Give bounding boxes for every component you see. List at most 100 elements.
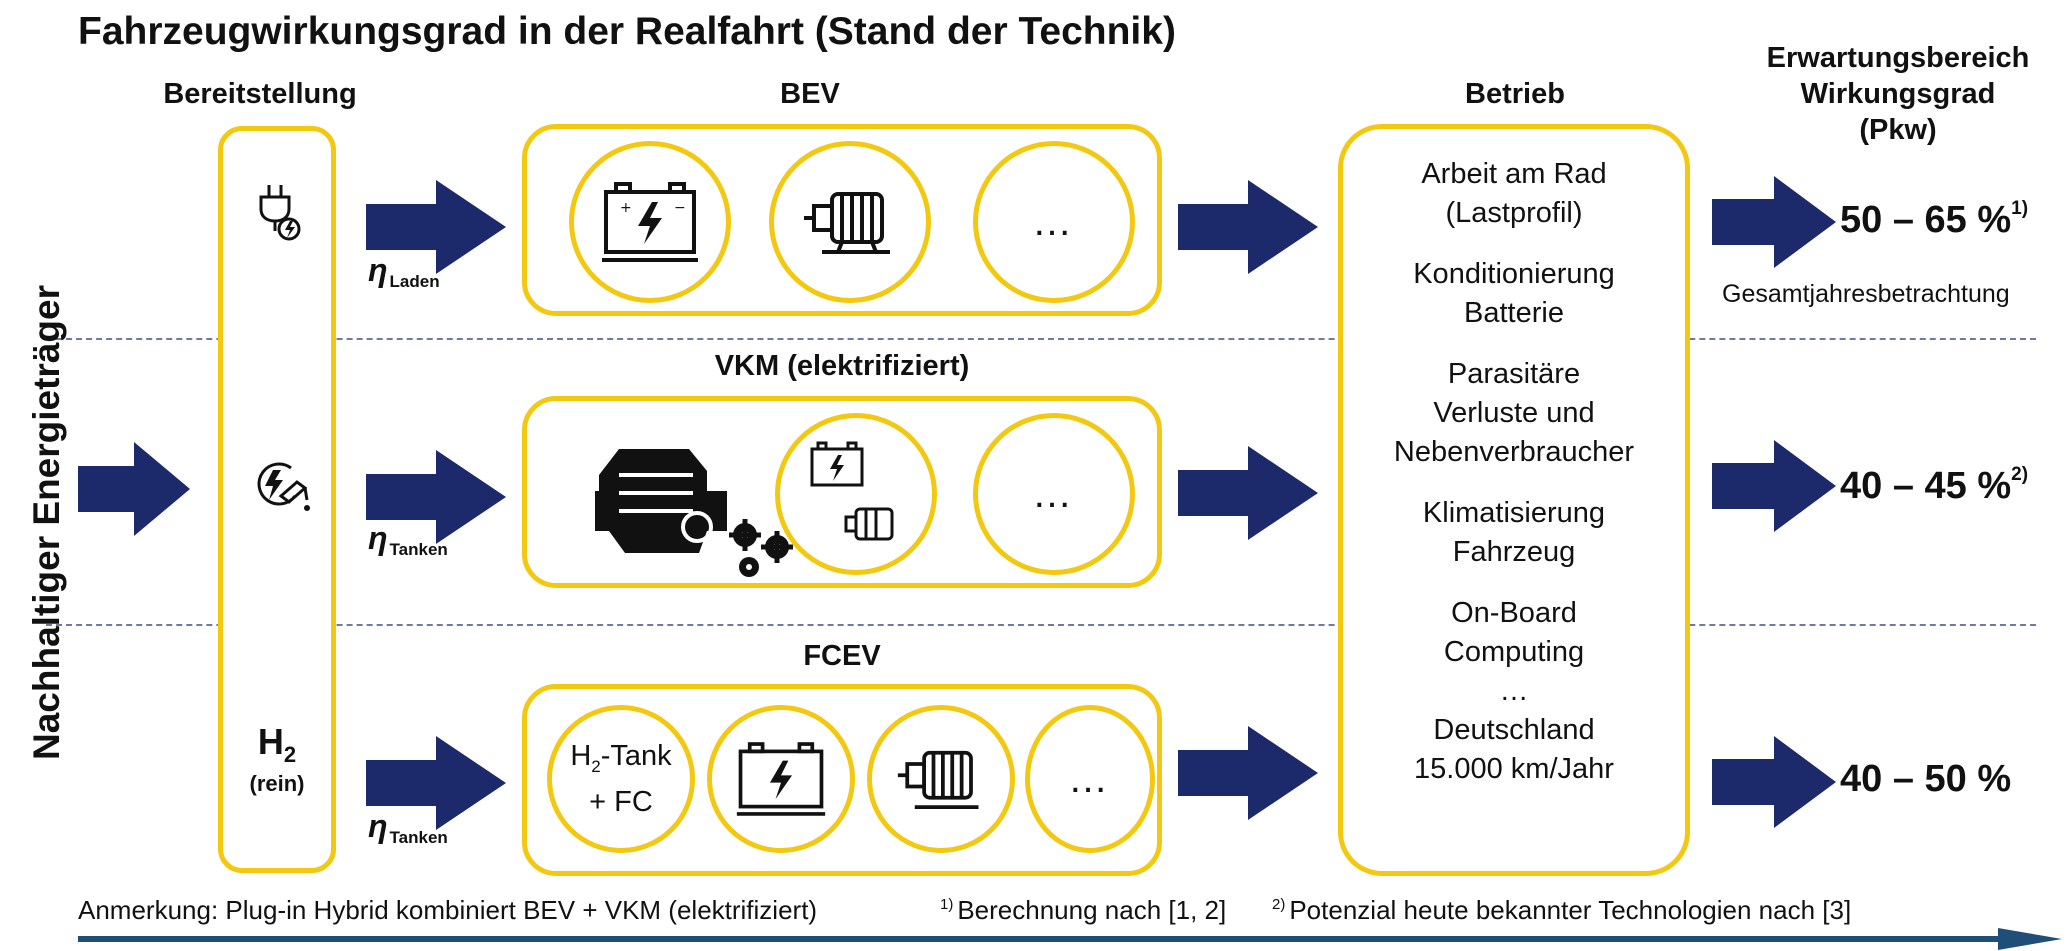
eta-sub-tanken: Tanken: [389, 828, 448, 847]
arrow-bev-supply: [366, 180, 506, 274]
ellipsis: …: [1032, 199, 1076, 244]
footnote-2-text: Potenzial heute bekannter Technologien n…: [1289, 895, 1852, 925]
svg-text:+: +: [620, 200, 632, 216]
betrieb-line: Deutschland: [1433, 714, 1595, 746]
header-betrieb: Betrieb: [1465, 78, 1565, 110]
ellipsis: …: [1032, 471, 1076, 516]
header-erwartung-line1: Erwartungsbereich: [1766, 42, 2030, 74]
h2-tank-sub: 2: [591, 756, 601, 776]
eta-sub-tanken: Tanken: [389, 540, 448, 559]
h2-label: H2: [223, 721, 331, 768]
fcev-more-circle: …: [1025, 705, 1155, 853]
arrow-vkm-supply: [366, 450, 506, 544]
betrieb-line: Batterie: [1464, 297, 1564, 329]
betrieb-line: Verluste und: [1433, 397, 1595, 429]
bev-box: + − …: [522, 124, 1162, 316]
fcev-motor-circle: [867, 705, 1015, 853]
eta-symbol: η: [368, 520, 388, 556]
battery-icon: + −: [602, 182, 698, 262]
h2-note: (rein): [249, 771, 305, 796]
header-vkm: VKM (elektrifiziert): [714, 350, 970, 382]
bev-more-circle: …: [973, 141, 1135, 303]
svg-text:−: −: [674, 200, 686, 216]
page-title: Fahrzeugwirkungsgrad in der Realfahrt (S…: [78, 10, 1176, 53]
betrieb-line: Fahrzeug: [1452, 536, 1576, 568]
footnote-1-mark: 1): [940, 896, 954, 913]
header-erwartung-line2: Wirkungsgrad: [1800, 78, 1996, 110]
betrieb-line: Nebenverbraucher: [1393, 436, 1635, 468]
bev-motor-circle: [769, 141, 931, 303]
arrow-fcev-supply: [366, 736, 506, 830]
input-arrow: [78, 442, 190, 536]
betrieb-box: Arbeit am Rad (Lastprofil) Konditionieru…: [1338, 124, 1690, 876]
electric-motor-icon: [804, 192, 890, 254]
footnote-1-text: Berechnung nach [1, 2]: [957, 895, 1227, 925]
result-vkm-value: 40 – 45 %: [1840, 465, 2012, 507]
betrieb-line: Parasitäre: [1447, 358, 1581, 390]
footnote-marker: 2): [2011, 464, 2029, 485]
result-vkm: 40 – 45 %2): [1840, 464, 2028, 508]
h2-tank-rest: -Tank: [600, 739, 672, 772]
arrow-fcev-result: [1712, 736, 1836, 828]
result-bev-value: 50 – 65 %: [1840, 199, 2012, 241]
fcev-tank-circle: H2-Tank + FC: [547, 705, 695, 853]
fc-label: + FC: [589, 786, 653, 819]
bereitstellung-box: H2 (rein): [218, 126, 336, 873]
h2-subscript: 2: [283, 742, 297, 768]
bev-battery-circle: + −: [569, 141, 731, 303]
fcev-box: H2-Tank + FC …: [522, 684, 1162, 876]
separator-bev-vkm: [46, 338, 2036, 340]
vkm-electric-circle: [775, 413, 937, 575]
separator-vkm-fcev: [46, 624, 2036, 626]
fuel-pump-icon: [257, 462, 310, 511]
fcev-battery-circle: [707, 705, 855, 853]
betrieb-line: 15.000 km/Jahr: [1414, 753, 1614, 785]
gears-icon: [729, 519, 793, 577]
betrieb-line: Konditionierung: [1413, 258, 1615, 290]
battery-motor-icon: [810, 441, 894, 541]
result-fcev-value: 40 – 50 %: [1840, 758, 2012, 800]
result-bev-note: Gesamtjahresbetrachtung: [1722, 280, 2010, 308]
eta-sub-laden: Laden: [389, 272, 440, 291]
betrieb-line: Klimatisierung: [1422, 497, 1606, 529]
header-bev: BEV: [780, 78, 840, 110]
battery-icon: [736, 742, 826, 816]
betrieb-items: Arbeit am Rad (Lastprofil) Konditionieru…: [1343, 155, 1685, 789]
h2-tank-fc-label: H2-Tank + FC: [570, 738, 671, 821]
footnote-2-mark: 2): [1272, 896, 1286, 913]
ellipsis: …: [1068, 756, 1112, 801]
arrow-vkm-betrieb: [1178, 446, 1318, 540]
header-bereitstellung: Bereitstellung: [163, 78, 357, 110]
betrieb-line: Arbeit am Rad: [1421, 158, 1607, 190]
plug-icon: [259, 185, 301, 241]
betrieb-line: On-Board: [1451, 597, 1577, 629]
timeline-arrow: [78, 928, 2062, 950]
header-erwartung-line3: (Pkw): [1859, 114, 1937, 146]
footnote-marker: 1): [2011, 198, 2029, 219]
eta-symbol: η: [368, 808, 388, 844]
arrow-fcev-betrieb: [1178, 726, 1318, 820]
footer-footnote-1: 1)Berechnung nach [1, 2]: [940, 895, 1226, 926]
arrow-vkm-result: [1712, 440, 1836, 532]
footer-footnote-2: 2)Potenzial heute bekannter Technologien…: [1272, 895, 1851, 926]
arrow-bev-result: [1712, 176, 1836, 268]
footer-anmerkung: Anmerkung: Plug-in Hybrid kombiniert BEV…: [78, 895, 818, 925]
arrow-bev-betrieb: [1178, 180, 1318, 274]
betrieb-line: Computing: [1443, 636, 1585, 668]
result-bev: 50 – 65 %1): [1840, 198, 2028, 242]
vertical-label-energietraeger: Nachhaltiger Energieträger: [26, 285, 67, 760]
result-fcev: 40 – 50 %: [1840, 758, 2011, 801]
vkm-more-circle: …: [973, 413, 1135, 575]
eta-symbol: η: [368, 252, 388, 288]
engine-icon: [595, 449, 727, 553]
h2-symbol: H: [257, 721, 284, 762]
header-fcev: FCEV: [803, 640, 881, 672]
betrieb-line: (Lastprofil): [1445, 197, 1583, 229]
h2-tank-h: H: [570, 739, 592, 772]
vkm-box: …: [522, 396, 1162, 588]
header-erwartungsbereich: Erwartungsbereich Wirkungsgrad (Pkw): [1730, 40, 2066, 148]
electric-motor-icon: [897, 750, 979, 809]
